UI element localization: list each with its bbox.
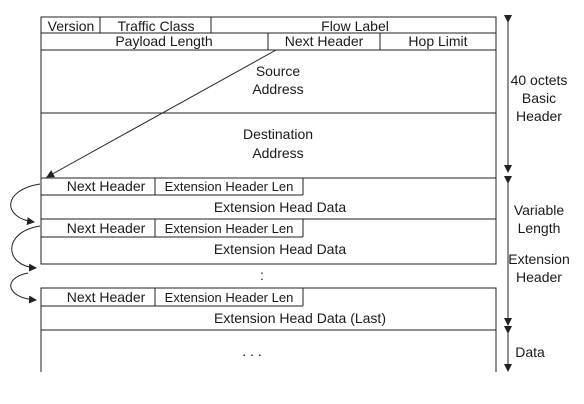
extension-size-label: Extension [508, 251, 569, 267]
chain-arrow [10, 183, 41, 226]
extension-header-1: Next Header Extension Header Len Extensi… [40, 177, 497, 220]
ext-header-len: Extension Header Len [165, 179, 294, 194]
ext-head-data: Extension Head Data (Last) [214, 310, 386, 326]
extension-header-last: Next Header Extension Header Len Extensi… [40, 287, 497, 331]
traffic-class-field: Traffic Class [117, 18, 194, 34]
hop-limit-field: Hop Limit [408, 33, 467, 49]
data-ellipsis: . . . [242, 343, 261, 359]
payload-length-field: Payload Length [115, 33, 212, 49]
source-address-label: Source [256, 63, 301, 79]
flow-label-field: Flow Label [321, 18, 389, 34]
extension-size-label: Length [518, 220, 561, 236]
size-annotations: 40 octets Basic Header Variable Length E… [504, 15, 570, 372]
extension-header-2: Next Header Extension Header Len Extensi… [40, 218, 497, 265]
source-address-label: Address [252, 81, 303, 97]
ext-next-header: Next Header [67, 289, 146, 305]
ext-header-len: Extension Header Len [165, 290, 294, 305]
basic-header-size-label: 40 octets [511, 72, 568, 88]
ext-head-data: Extension Head Data [214, 241, 347, 257]
version-field: Version [48, 18, 95, 34]
chain-arrow [10, 272, 37, 304]
ext-next-header: Next Header [67, 220, 146, 236]
data-size-label: Data [515, 344, 545, 360]
ext-head-data: Extension Head Data [214, 199, 347, 215]
destination-address-label: Address [252, 145, 303, 161]
next-header-pointers [10, 49, 277, 304]
next-header-field: Next Header [285, 33, 364, 49]
basic-header-size-label: Header [516, 108, 562, 124]
extension-header-frame [40, 218, 497, 265]
next-header-arrow [46, 49, 277, 178]
ext-next-header: Next Header [67, 178, 146, 194]
chain-arrow [11, 225, 41, 272]
extension-size-label: Variable [514, 202, 565, 218]
extension-header-frame [40, 287, 497, 331]
basic-header-size-label: Basic [522, 90, 556, 106]
continuation-dots: : [260, 267, 264, 283]
destination-address-label: Destination [243, 126, 313, 142]
extension-size-label: Header [516, 269, 562, 285]
data-section: . . . [40, 330, 497, 372]
ext-header-len: Extension Header Len [165, 221, 294, 236]
basic-header: Version Traffic Class Flow Label Payload… [40, 16, 497, 179]
